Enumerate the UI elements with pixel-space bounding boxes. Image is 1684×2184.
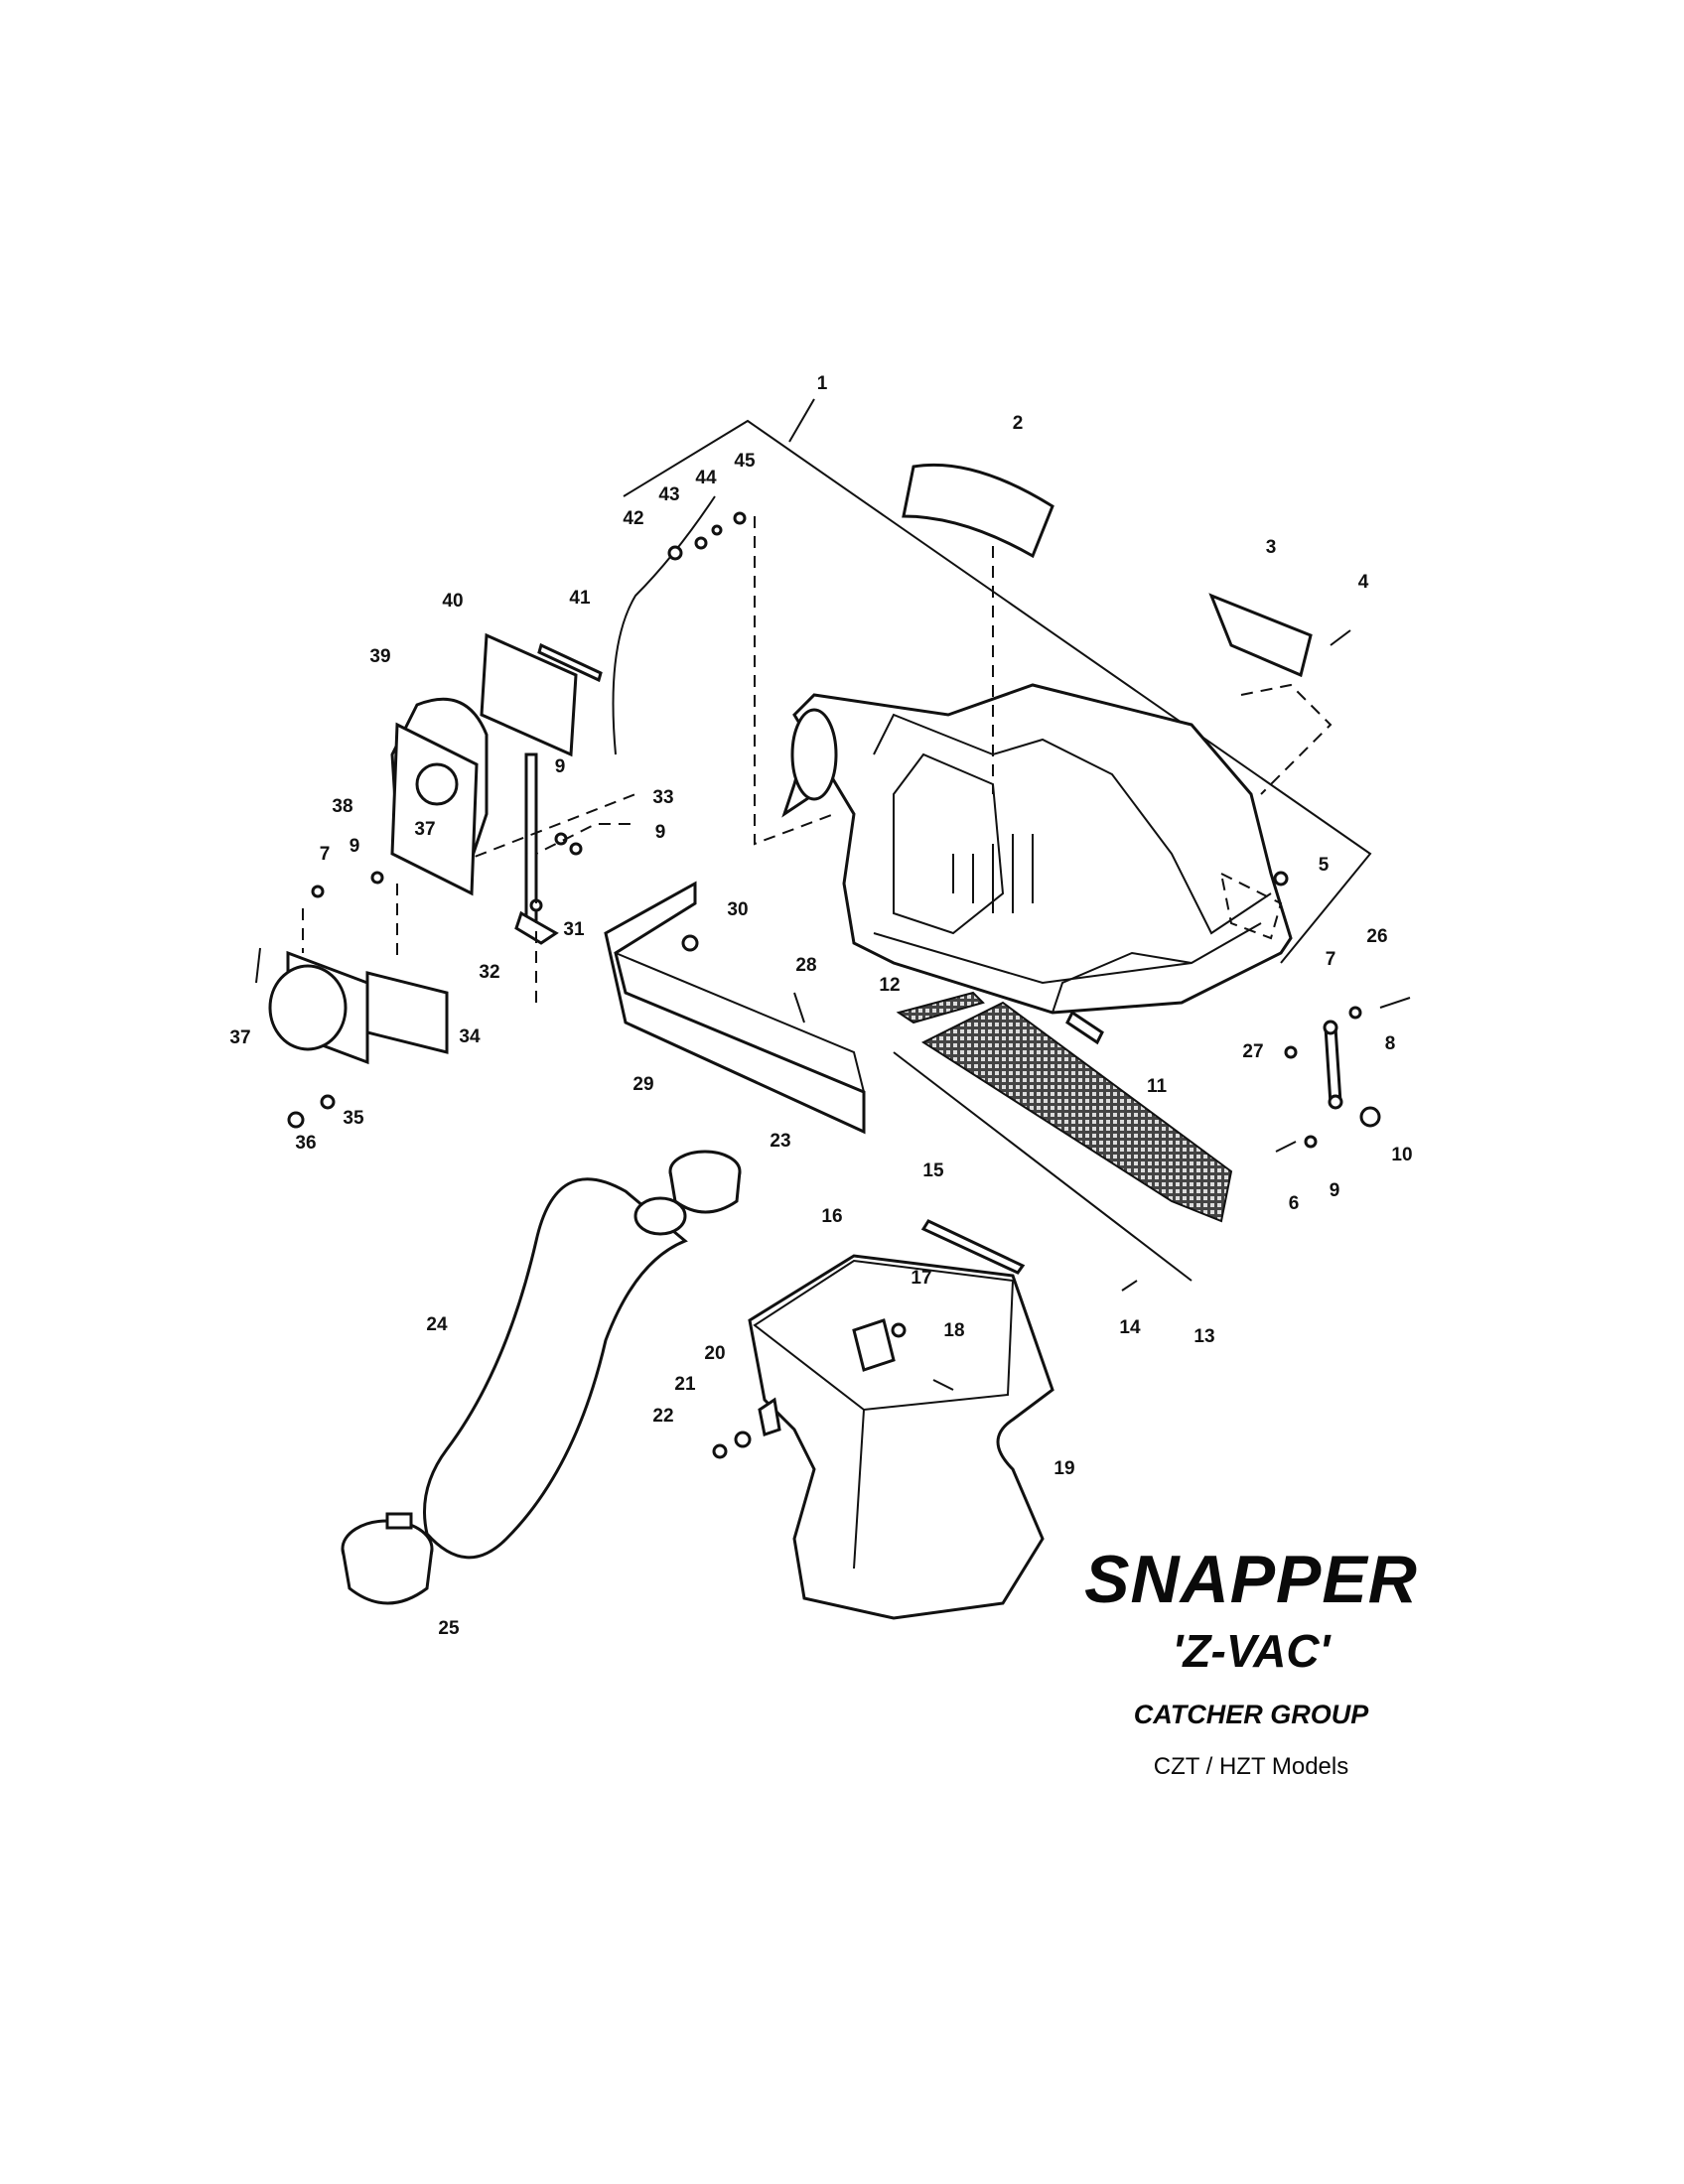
guide-line-left (535, 823, 635, 1003)
callout-12: 12 (879, 975, 900, 996)
guide-line-left2 (456, 793, 636, 865)
callout-44: 44 (695, 468, 717, 488)
callout-39: 39 (369, 646, 390, 667)
callout-9: 9 (350, 836, 360, 857)
guide-line-5 (1219, 872, 1283, 940)
group-title: CATCHER GROUP (1133, 1700, 1369, 1729)
part-13-rod (893, 1051, 1193, 1282)
callout-6: 6 (1289, 1193, 1300, 1214)
part-23-band-clamp (668, 1150, 742, 1214)
callout-43: 43 (658, 484, 679, 505)
callout-8: 8 (1385, 1033, 1396, 1054)
callout-10: 10 (1391, 1145, 1412, 1165)
callout-7: 7 (320, 844, 331, 865)
part-39-housing (390, 697, 489, 896)
callout-38: 38 (332, 796, 352, 817)
part-15-bar (920, 1219, 1026, 1275)
part-12-small-screen (896, 991, 985, 1024)
part-19-collection-bag (748, 1254, 1054, 1620)
part-41-strip (537, 642, 603, 683)
part-5-screw (1273, 871, 1289, 887)
callout-29: 29 (632, 1074, 653, 1095)
callout-23: 23 (770, 1131, 790, 1152)
callout-20: 20 (704, 1343, 725, 1364)
callout-4: 4 (1358, 572, 1369, 593)
part-34-adapter (268, 950, 449, 1065)
callout-2: 2 (1013, 413, 1024, 434)
callout-7: 7 (1326, 949, 1336, 970)
callout-3: 3 (1266, 537, 1277, 558)
part-12-large-screen (920, 1001, 1233, 1223)
callout-15: 15 (922, 1160, 944, 1181)
model-line: CZT / HZT Models (1153, 1753, 1349, 1780)
callout-17: 17 (911, 1268, 931, 1289)
part-14-pin (1121, 1280, 1138, 1292)
callout-36: 36 (295, 1133, 316, 1154)
guide-line-3 (1240, 683, 1333, 795)
part-2-deflector (902, 463, 1054, 559)
catcher-hood (781, 683, 1293, 1015)
callout-37: 37 (229, 1027, 250, 1048)
callout-28: 28 (795, 955, 816, 976)
guide-line-hood (754, 516, 835, 846)
callout-26: 26 (1366, 926, 1387, 947)
callout-11: 11 (1147, 1076, 1168, 1097)
callout-41: 41 (569, 588, 591, 609)
callout-5: 5 (1319, 855, 1330, 876)
callout-9: 9 (555, 756, 566, 777)
callout-35: 35 (343, 1108, 364, 1129)
part-40-plate (480, 632, 578, 757)
callout-37: 37 (414, 819, 435, 840)
part-25-hose-clamp (341, 1512, 434, 1605)
part-3-plate (1208, 593, 1313, 678)
callout-31: 31 (563, 919, 585, 940)
bag-fittings (712, 1318, 954, 1459)
part-28-pin (793, 992, 805, 1024)
callout-14: 14 (1119, 1317, 1141, 1338)
callout-32: 32 (479, 962, 499, 983)
callout-24: 24 (426, 1314, 448, 1335)
callout-18: 18 (943, 1320, 964, 1341)
fasteners-left (255, 871, 384, 1129)
callout-27: 27 (1242, 1041, 1263, 1062)
guide-line-adapter (302, 884, 398, 963)
callout-30: 30 (727, 899, 748, 920)
brand-name: SNAPPER (1084, 1542, 1418, 1617)
callout-9: 9 (1330, 1180, 1340, 1201)
callout-45: 45 (734, 451, 756, 472)
callout-9: 9 (655, 822, 666, 843)
model-name: 'Z-VAC' (1172, 1625, 1331, 1677)
callout-16: 16 (821, 1206, 842, 1227)
callout-1-bracket (623, 398, 1372, 964)
part-4-screw (1330, 629, 1351, 646)
callout-40: 40 (442, 591, 463, 612)
part-11-handle (1065, 1010, 1104, 1045)
callout-21: 21 (674, 1374, 696, 1395)
part-29-mounting-bracket (604, 881, 866, 1135)
callout-1: 1 (817, 373, 828, 394)
linkage-assembly (1275, 997, 1411, 1153)
callout-25: 25 (438, 1618, 460, 1639)
fasteners-top (667, 511, 747, 561)
part-24-hose (423, 1177, 688, 1560)
callout-34: 34 (459, 1026, 481, 1047)
callout-19: 19 (1053, 1458, 1074, 1479)
callout-22: 22 (652, 1406, 673, 1427)
callout-33: 33 (652, 787, 673, 808)
callout-42: 42 (623, 508, 643, 529)
callout-13: 13 (1193, 1326, 1214, 1347)
